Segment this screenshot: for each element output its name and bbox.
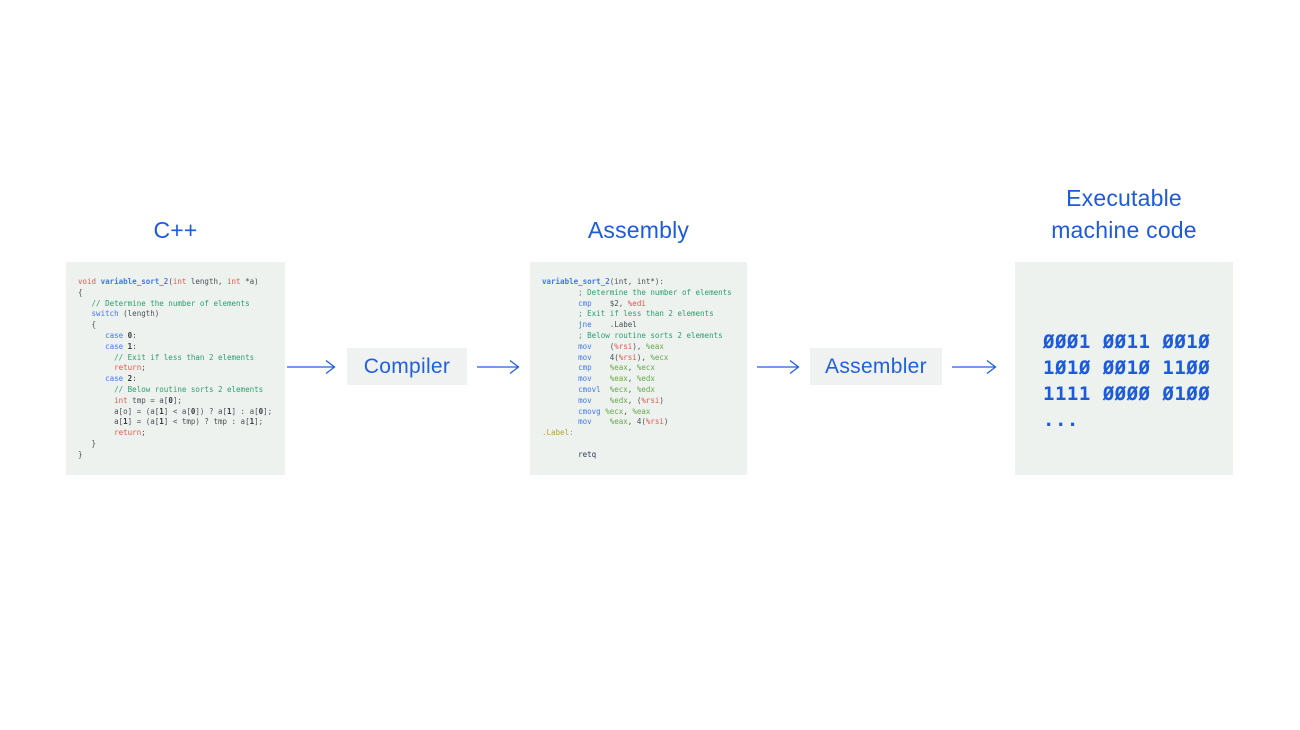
binary-line: ØØØ1 ØØ11 ØØ1Ø (1043, 331, 1211, 353)
executable-stage-title-line2: machine code (1051, 217, 1197, 243)
code-line: variable_sort_2(int, int*): (542, 277, 664, 286)
compiler-label: Compiler (363, 354, 451, 378)
cpp-stage-title: C++ (153, 217, 198, 243)
compiler-box: Compiler (347, 348, 467, 385)
code-line: mov (%rsi), %eax (542, 341, 664, 351)
code-line: { (78, 287, 83, 297)
code-line: } (78, 438, 97, 448)
assembly-source-code: variable_sort_2(int, int*): ; Determine … (542, 277, 737, 461)
code-line: cmovl %ecx, %edx (542, 384, 655, 394)
code-line: a[1] = (a[1] < tmp) ? tmp : a[1]; (78, 417, 264, 427)
code-line: return; (78, 363, 146, 373)
code-line: retq (542, 449, 597, 459)
binary-line: ... (1043, 409, 1079, 431)
arrow-right-icon-assembler-to-machine-code (952, 359, 997, 375)
machine-code-panel: ØØØ1 ØØ11 ØØ1Ø 1Ø1Ø ØØ1Ø 11ØØ 1111 ØØØØ Ø1… (1015, 262, 1233, 475)
assembler-box: Assembler (810, 348, 942, 385)
arrow-right-icon-compiler-to-assembly (477, 359, 520, 375)
code-line: void variable_sort_2(int length, int *a) (78, 277, 259, 286)
code-line: .Label: (542, 428, 574, 438)
code-line: cmp $2, %edi (542, 298, 646, 308)
code-line: mov 4(%rsi), %ecx (542, 352, 669, 362)
code-line: jne .Label (542, 320, 637, 330)
executable-stage-title-line1: Executable (1066, 185, 1182, 211)
code-line: mov %eax, 4(%rsi) (542, 417, 669, 427)
code-line: // Below routine sorts 2 elements (78, 384, 264, 394)
code-line: int tmp = a[0]; (78, 395, 182, 405)
cpp-code-panel: void variable_sort_2(int length, int *a)… (66, 262, 285, 475)
executable-stage-title: Executable machine code (1015, 182, 1233, 246)
code-line: ; Exit if less than 2 elements (542, 309, 714, 319)
binary-line: 1Ø1Ø ØØ1Ø 11ØØ (1043, 357, 1211, 379)
code-line: // Determine the number of elements (78, 298, 250, 308)
code-line: case 1: (78, 341, 137, 351)
code-line: mov %edx, (%rsi) (542, 395, 664, 405)
code-line: case 2: (78, 374, 137, 384)
code-line: // Exit if less than 2 elements (78, 352, 255, 362)
code-line: mov %eax, %edx (542, 374, 655, 384)
code-line: } (78, 449, 83, 459)
code-line: cmovg %ecx, %eax (542, 406, 651, 416)
cpp-source-code: void variable_sort_2(int length, int *a)… (78, 277, 275, 461)
code-line: return; (78, 428, 146, 438)
binary-machine-code: ØØØ1 ØØ11 ØØ1Ø 1Ø1Ø ØØ1Ø 11ØØ 1111 ØØØØ Ø1… (1043, 329, 1233, 433)
arrow-right-icon-source-to-compiler (287, 359, 336, 375)
arrow-right-icon-assembly-to-assembler (757, 359, 800, 375)
code-line: cmp %eax, %ecx (542, 363, 655, 373)
assembly-code-panel: variable_sort_2(int, int*): ; Determine … (530, 262, 747, 475)
code-line: switch (length) (78, 309, 160, 319)
code-line: ; Determine the number of elements (542, 287, 732, 297)
assembler-label: Assembler (825, 354, 927, 378)
code-line: { (78, 320, 97, 330)
code-line: a[o] = (a[1] < a[0]) ? a[1] : a[0]; (78, 406, 273, 416)
code-line (542, 439, 737, 450)
assembly-stage-title: Assembly (587, 217, 690, 243)
code-line: case 0: (78, 330, 137, 340)
binary-line: 1111 ØØØØ Ø1ØØ (1043, 383, 1211, 405)
code-line: ; Below routine sorts 2 elements (542, 330, 723, 340)
